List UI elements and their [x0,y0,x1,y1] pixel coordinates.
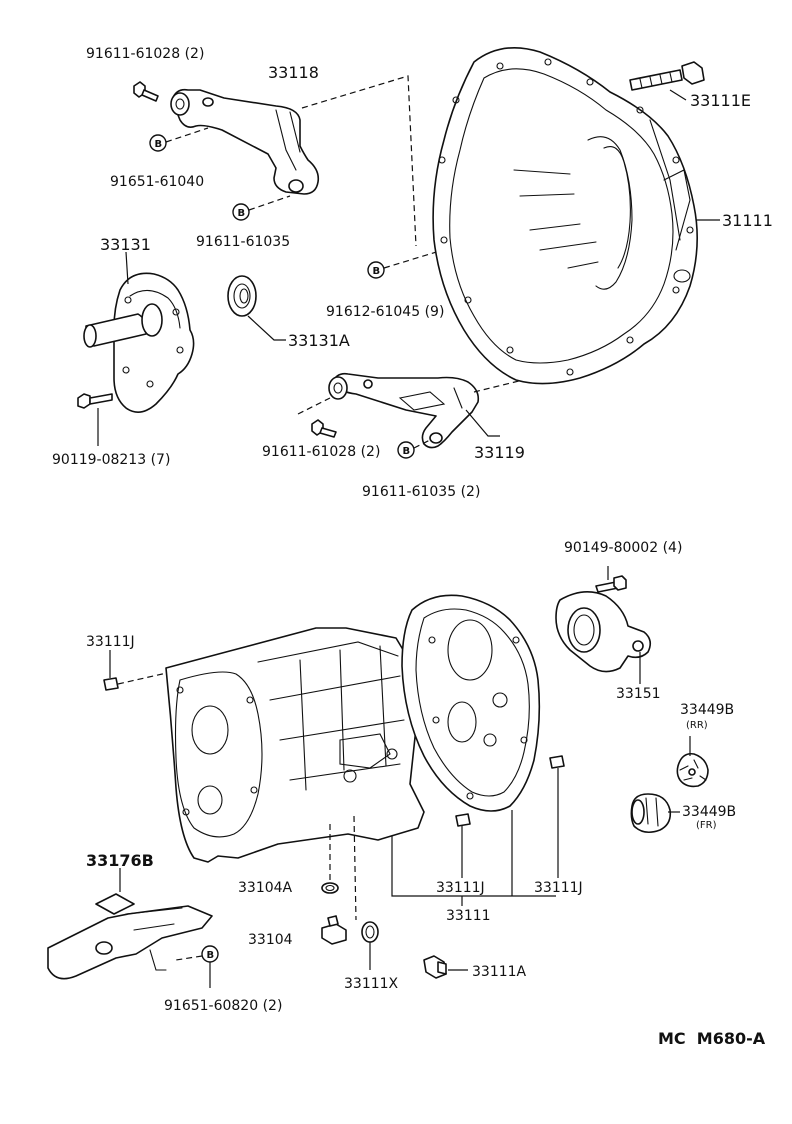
svg-text:B: B [238,208,246,219]
plug-33111J-mid [455,813,471,827]
bearing-retainer-33151 [555,591,652,673]
gasket-33111X [361,921,379,943]
label-33111A: 33111A [472,964,527,980]
label-91611-61035-bottom: 91611-61035 (2) [362,484,480,500]
dashed-line [248,195,291,211]
dashed-line [165,127,209,143]
dashed-line [413,439,431,449]
label-33111J-left: 33111J [86,634,135,650]
transmission-case-33111 [165,627,425,863]
bolt-marker-91611-61035-top: B [232,203,250,221]
label-31111: 31111 [722,211,773,230]
label-33131A: 33131A [288,331,350,350]
dashed-line [297,397,331,415]
gear-33449B-rr [676,752,709,788]
bolt-marker-91651-60820: B [201,945,219,963]
label-91651-61040: 91651-61040 [110,174,204,190]
svg-text:B: B [155,139,163,150]
label-33111J-mid: 33111J [436,880,485,896]
label-33176B: 33176B [86,851,154,870]
bolt-90119-08213 [77,393,113,409]
gear-33449B-fr [630,793,672,834]
label-91611-61028-top: 91611-61028 (2) [86,46,204,62]
leader-line [391,836,556,897]
label-33111J-right: 33111J [534,880,583,896]
bolt-33111E [629,61,705,91]
label-fr: (FR) [696,820,717,831]
bolt-marker-91611-61035-bottom: B [397,441,415,459]
plug-33111J-left [103,677,119,691]
leader-line [669,89,687,101]
label-91611-61028-bottom: 91611-61028 (2) [262,444,380,460]
bolt-91611-61028-top [133,81,159,102]
label-33118: 33118 [268,63,319,82]
leader-line [247,315,286,341]
intermediate-plate [401,594,541,812]
gasket-33104A [321,882,339,894]
lever-33176B [47,893,213,980]
bracket-33119 [328,372,480,449]
dashed-line [175,955,203,961]
dashed-line [353,815,357,921]
bolt-marker-91612-61045: B [367,261,385,279]
bolt-marker-91651-61040: B [149,134,167,152]
label-90119-08213: 90119-08213 (7) [52,452,170,468]
leader-line [125,251,129,285]
label-91651-60820: 91651-60820 (2) [164,998,282,1014]
label-90149-80002: 90149-80002 (4) [564,540,682,556]
clutch-housing-31111 [432,46,698,385]
svg-text:B: B [373,266,381,277]
label-33449B-rr: 33449B [680,702,734,718]
svg-text:B: B [207,950,215,961]
oil-seal-33131A [227,275,257,317]
dashed-line [301,75,417,247]
diagram-code: MC M680-A [658,1029,766,1048]
svg-text:B: B [403,446,411,457]
label-33151: 33151 [616,686,661,702]
label-33119: 33119 [474,443,525,462]
bracket-33118 [170,88,320,195]
label-91611-61035-top: 91611-61035 [196,234,290,250]
label-91612-61045: 91612-61045 (9) [326,304,444,320]
plug-33111J-right [549,755,565,769]
label-33111: 33111 [446,908,491,924]
label-33104: 33104 [248,932,293,948]
label-33111E: 33111E [690,91,751,110]
drain-plug-33104 [321,915,347,945]
leader-line [465,409,500,437]
label-33131: 33131 [100,235,151,254]
label-33104A: 33104A [238,880,293,896]
bolt-90149-80002 [595,575,627,593]
cover-33131 [83,272,195,413]
bolt-91611-61028-bottom [311,419,337,438]
label-rr: (RR) [686,720,708,731]
plug-33111A [423,955,447,979]
label-33111X: 33111X [344,976,399,992]
label-33449B-fr: 33449B [682,804,736,820]
